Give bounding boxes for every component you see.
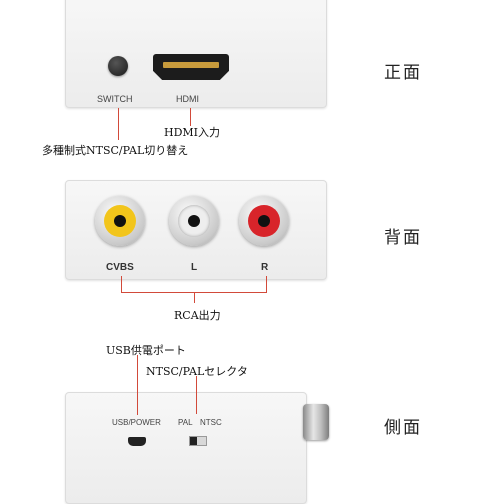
selector-callout: NTSC/PALセレクタ bbox=[146, 365, 248, 378]
hdmi-port-contacts bbox=[163, 62, 219, 68]
slider-knob bbox=[190, 437, 197, 445]
switch-callout: 多種制式NTSC/PAL切り替え bbox=[42, 144, 189, 157]
hdmi-port bbox=[153, 54, 229, 80]
hdmi-callout: HDMI入力 bbox=[164, 126, 221, 139]
micro-usb-port bbox=[128, 437, 146, 446]
usb-callout: USB供電ポート bbox=[106, 344, 186, 357]
pal-ntsc-slider bbox=[189, 436, 207, 446]
section-side-title: 側面 bbox=[384, 418, 422, 438]
hdmi-label: HDMI bbox=[176, 94, 199, 104]
cvbs-label: CVBS bbox=[106, 262, 134, 273]
pal-label: PAL bbox=[178, 418, 193, 427]
switch-label: SWITCH bbox=[97, 94, 133, 104]
rca-bracket-right bbox=[266, 276, 267, 293]
rca-bracket-left bbox=[121, 276, 122, 293]
usb-power-label: USB/POWER bbox=[112, 418, 161, 427]
side-rca-jack bbox=[303, 404, 329, 440]
hdmi-callout-line bbox=[190, 108, 191, 126]
l-label: L bbox=[191, 262, 198, 273]
rca-bracket-stem bbox=[194, 292, 195, 303]
ntsc-label: NTSC bbox=[200, 418, 222, 427]
switch-button bbox=[108, 56, 128, 76]
usb-callout-line bbox=[137, 355, 138, 415]
audio-l-jack bbox=[169, 196, 219, 246]
rca-callout: RCA出力 bbox=[174, 309, 221, 322]
selector-callout-line bbox=[196, 376, 197, 414]
cvbs-jack bbox=[95, 196, 145, 246]
side-panel bbox=[65, 392, 307, 504]
switch-callout-line bbox=[118, 108, 119, 140]
section-front-title: 正面 bbox=[384, 63, 422, 83]
r-label: R bbox=[261, 262, 269, 273]
audio-r-jack bbox=[239, 196, 289, 246]
section-back-title: 背面 bbox=[384, 228, 422, 248]
